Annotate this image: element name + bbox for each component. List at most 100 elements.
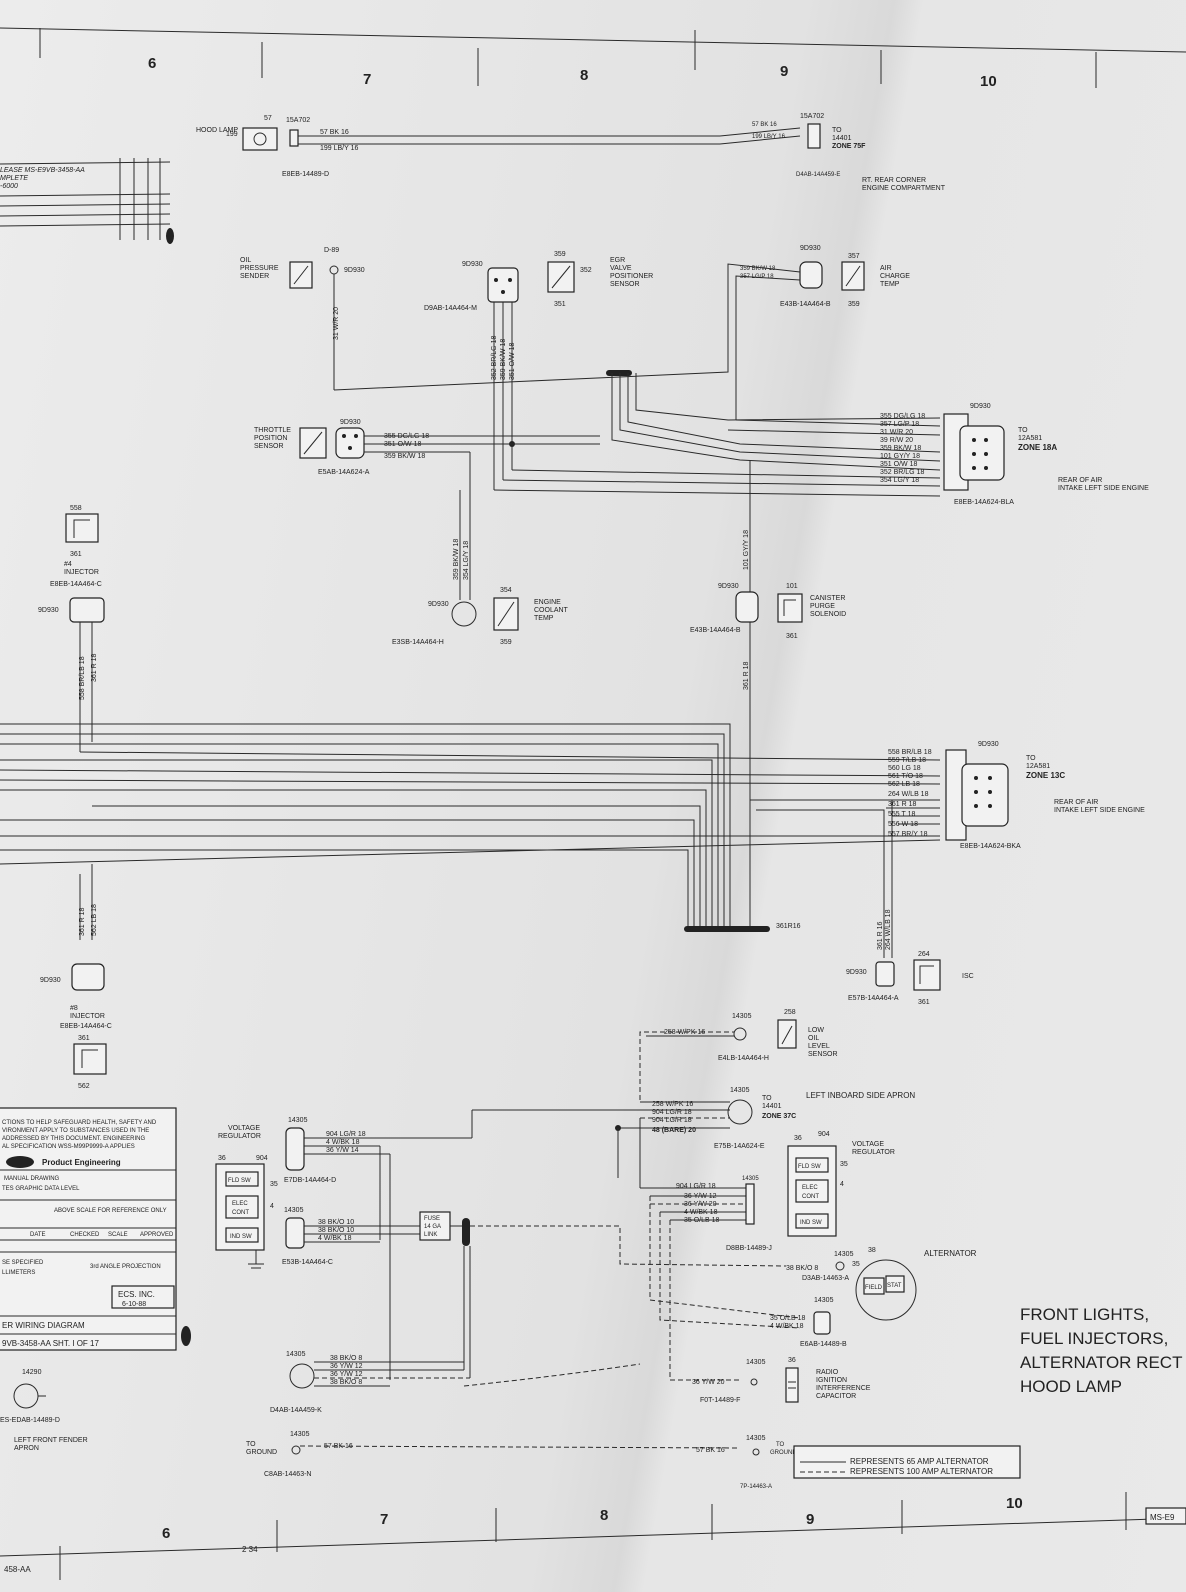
svg-text:HOOD LAMP: HOOD LAMP <box>196 127 238 134</box>
svg-text:562: 562 <box>78 1083 90 1090</box>
svg-text:199: 199 <box>226 131 238 138</box>
svg-text:361 R 18: 361 R 18 <box>743 661 750 690</box>
svg-text:352 BR/LG 18: 352 BR/LG 18 <box>880 469 924 476</box>
upper-harness <box>493 370 941 930</box>
zone-label-top-9: 9 <box>780 63 788 80</box>
svg-text:101 GY/Y 18: 101 GY/Y 18 <box>743 530 750 570</box>
svg-text:VALVE: VALVE <box>610 265 632 272</box>
svg-text:31 W/R 20: 31 W/R 20 <box>880 429 913 436</box>
svg-text:361 R 18: 361 R 18 <box>79 907 86 936</box>
svg-text:ELEC: ELEC <box>802 1185 818 1191</box>
svg-text:31 W/R 20: 31 W/R 20 <box>333 307 340 340</box>
connector-13c-face <box>961 763 1009 827</box>
svg-text:REGULATOR: REGULATOR <box>218 1133 261 1140</box>
svg-text:CHECKED: CHECKED <box>70 1232 100 1238</box>
svg-text:E5AB-14A624-A: E5AB-14A624-A <box>318 469 370 476</box>
e6ab-connector-body <box>813 1311 831 1335</box>
svg-text:CANISTER: CANISTER <box>810 595 845 602</box>
svg-text:F0T-14489-F: F0T-14489-F <box>700 1397 740 1404</box>
svg-text:9D930: 9D930 <box>344 267 365 274</box>
svg-text:TO: TO <box>776 1442 785 1448</box>
svg-text:D8BB-14489-J: D8BB-14489-J <box>726 1245 772 1252</box>
svg-text:4 W/BK 18: 4 W/BK 18 <box>770 1323 804 1330</box>
svg-text:Product Engineering: Product Engineering <box>42 1158 121 1167</box>
svg-text:359 BK/W 18: 359 BK/W 18 <box>453 539 460 580</box>
svg-text:APPROVED: APPROVED <box>140 1232 174 1238</box>
svg-text:14305: 14305 <box>814 1297 834 1304</box>
svg-text:557 BR/Y 18: 557 BR/Y 18 <box>888 831 928 838</box>
svg-text:E43B-14A464-B: E43B-14A464-B <box>780 301 831 308</box>
svg-text:904 LG/R 18: 904 LG/R 18 <box>326 1131 366 1138</box>
svg-text:E8EB-14A624-BKA: E8EB-14A624-BKA <box>960 843 1021 850</box>
page-numbers: 2 34 <box>242 1545 258 1554</box>
svg-text:359: 359 <box>848 301 860 308</box>
svg-text:9D930: 9D930 <box>428 601 449 608</box>
svg-text:359: 359 <box>554 251 566 258</box>
svg-text:OIL: OIL <box>808 1035 819 1042</box>
svg-text:POSITION: POSITION <box>254 435 287 442</box>
hood-lamp-connector <box>289 129 299 147</box>
air-charge-temp-sensor: 9D930 E43B-14A464-B 357 359 AIR CHARGE T… <box>333 245 910 420</box>
svg-text:E8EB-14A464-C: E8EB-14A464-C <box>50 581 102 588</box>
svg-text:9D930: 9D930 <box>718 583 739 590</box>
svg-text:354: 354 <box>500 587 512 594</box>
svg-text:SENSOR: SENSOR <box>610 281 640 288</box>
hood-lamp-symbol <box>242 127 278 151</box>
svg-text:4: 4 <box>840 1181 844 1188</box>
svg-text:9D930: 9D930 <box>970 403 991 410</box>
injector-harness: 361R16 <box>0 723 941 958</box>
svg-text:359 BK/W 18: 359 BK/W 18 <box>384 453 425 460</box>
svg-text:560 LG 18: 560 LG 18 <box>888 765 921 772</box>
svg-text:38: 38 <box>868 1247 876 1254</box>
svg-text:MPLETE: MPLETE <box>0 175 28 182</box>
legend: REPRESENTS 65 AMP ALTERNATOR REPRESENTS … <box>793 1445 1021 1479</box>
svg-text:351 O/W 18: 351 O/W 18 <box>384 441 421 448</box>
svg-text:E75B-14A624-E: E75B-14A624-E <box>714 1143 765 1150</box>
e53b-connector <box>285 1217 305 1249</box>
svg-text:E8EB-14A464-C: E8EB-14A464-C <box>60 1023 112 1030</box>
svg-text:354 LG/Y 18: 354 LG/Y 18 <box>463 541 470 580</box>
alternator-terminal <box>835 1261 845 1271</box>
svg-text:361 R 16: 361 R 16 <box>877 921 884 950</box>
svg-text:38 BK/O 8: 38 BK/O 8 <box>786 1265 818 1272</box>
voltage-regulator-right: 36 904 FLD SW ELEC CONT IND SW 35 4 VOLT… <box>787 1131 895 1237</box>
svg-text:38 BK/O 8: 38 BK/O 8 <box>330 1355 362 1362</box>
svg-text:INTAKE LEFT SIDE ENGINE: INTAKE LEFT SIDE ENGINE <box>1054 807 1145 814</box>
svg-text:ADDRESSED BY THIS DOCUMENT. EN: ADDRESSED BY THIS DOCUMENT. ENGINEERING <box>2 1136 145 1142</box>
low-oil-terminal <box>733 1027 747 1041</box>
svg-text:38 BK/O 10: 38 BK/O 10 <box>318 1227 354 1234</box>
d8bb-connector-body <box>745 1183 755 1225</box>
title-line-3: ALTERNATOR RECT <box>1020 1353 1182 1372</box>
svg-text:MANUAL DRAWING: MANUAL DRAWING <box>4 1176 60 1182</box>
svg-text:555 T 18: 555 T 18 <box>888 811 915 818</box>
svg-text:9D930: 9D930 <box>38 607 59 614</box>
alternator-body <box>855 1259 917 1321</box>
d8bb-connector: 904 LG/R 18 36 Y/W 12 36 Y/W 20 4 W/BK 1… <box>617 1118 801 1381</box>
svg-text:361 R 18: 361 R 18 <box>91 653 98 682</box>
svg-text:359 BK/W 18: 359 BK/W 18 <box>500 339 507 380</box>
svg-text:352: 352 <box>580 267 592 274</box>
zone-label-top-8: 8 <box>580 67 588 84</box>
svg-text:9D930: 9D930 <box>846 969 867 976</box>
ground-terminal-right <box>752 1448 760 1456</box>
svg-text:36 Y/W 12: 36 Y/W 12 <box>330 1363 363 1370</box>
svg-text:LEASE MS-E9VB-3458-AA: LEASE MS-E9VB-3458-AA <box>0 167 85 174</box>
svg-text:14305: 14305 <box>288 1117 308 1124</box>
svg-text:357 LG/P 18: 357 LG/P 18 <box>880 421 919 428</box>
svg-text:12A581: 12A581 <box>1026 763 1050 770</box>
svg-text:REPRESENTS 65 AMP ALTERNATOR: REPRESENTS 65 AMP ALTERNATOR <box>850 1457 989 1466</box>
connector-zone-13c: 558 BR/LB 18 559 T/LB 18 560 LG 18 561 T… <box>888 741 1145 850</box>
svg-text:STAT: STAT <box>887 1283 902 1289</box>
svg-text:4 W/BK 18: 4 W/BK 18 <box>684 1209 718 1216</box>
canister-connector <box>735 591 759 623</box>
svg-text:36: 36 <box>218 1155 226 1162</box>
ect-connector <box>451 601 477 627</box>
svg-text:355 DG/LG 18: 355 DG/LG 18 <box>384 433 429 440</box>
zone-label-top-10: 10 <box>980 73 997 90</box>
svg-text:35 O/LB 18: 35 O/LB 18 <box>770 1315 806 1322</box>
svg-text:REAR OF AIR: REAR OF AIR <box>1054 799 1098 806</box>
radio-cap-terminal <box>750 1378 758 1386</box>
svg-text:36 Y/W 12: 36 Y/W 12 <box>684 1193 717 1200</box>
svg-text:904: 904 <box>256 1155 268 1162</box>
svg-text:101: 101 <box>786 583 798 590</box>
